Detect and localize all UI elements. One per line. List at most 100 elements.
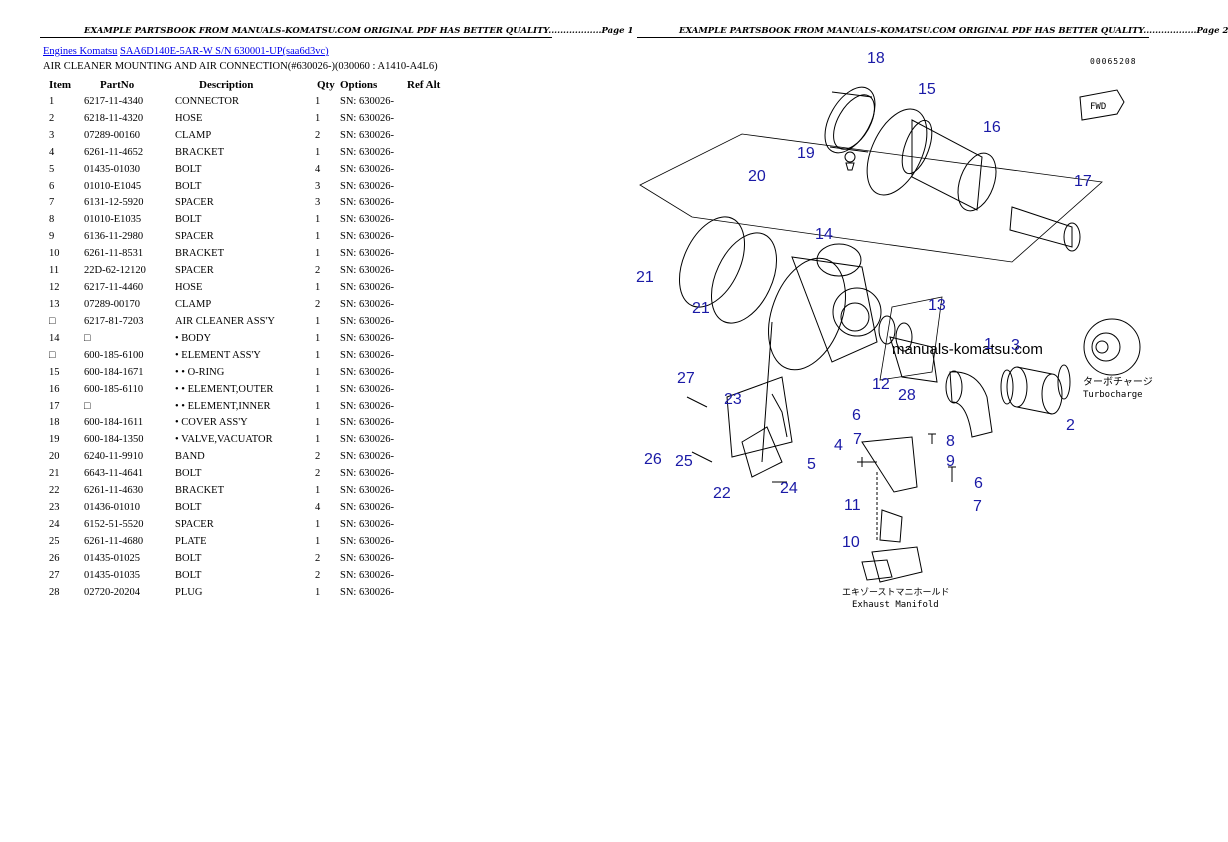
callout-21: 21 [692,300,710,317]
partno-cell: 6136-11-2980 [84,231,144,243]
qty-cell: 1 [315,315,321,327]
refalt-cell [407,313,457,330]
description-cell: • ELEMENT ASS'Y [175,349,261,361]
description-cell: BRACKET [175,248,225,260]
refalt-cell [407,567,457,584]
refalt-cell [407,347,457,364]
item-cell: 1 [49,95,55,107]
callout-27: 27 [677,370,695,387]
refalt-cell [407,364,457,381]
description-cell: PLATE [175,535,207,547]
description-cell: BAND [175,451,205,463]
description-cell: • VALVE,VACUATOR [175,434,273,446]
item-cell: 14 [49,332,60,344]
partno-cell: 6261-11-8531 [84,248,144,260]
item-cell: 24 [49,519,60,530]
qty-cell: 1 [315,586,321,598]
item-cell: 8 [49,214,55,226]
options-cell: SN: 630026- [340,586,394,598]
options-cell: SN: 630026- [340,315,394,327]
partno-cell: 6218-11-4320 [84,112,144,124]
callout-7: 7 [853,431,862,448]
qty-cell: 3 [315,197,321,209]
callout-4: 4 [834,437,843,454]
options-cell: SN: 630026- [340,129,394,141]
qty-cell: 1 [315,282,321,294]
item-cell: 10 [49,248,60,260]
options-cell: SN: 630026- [340,282,394,294]
item-cell: □ [49,315,56,327]
item-cell: 6 [49,180,55,192]
breadcrumb-link-model[interactable]: SAA6D140E-5AR-W S/N 630001-UP(saa6d3vc) [120,46,329,57]
partno-cell: 02720-20204 [84,586,140,598]
partno-cell: 22D-62-12120 [84,265,146,277]
refalt-cell [407,161,457,178]
options-cell: SN: 630026- [340,248,394,260]
partno-cell: 6217-81-7203 [84,315,144,327]
partno-cell: 6131-12-5920 [84,197,144,209]
refalt-cell [407,516,457,533]
item-cell: 11 [49,265,60,277]
partno-cell: □ [84,332,91,344]
callout-11: 11 [844,497,861,514]
col-partno-header: PartNo [100,79,135,91]
description-cell: BOLT [175,552,202,564]
item-cell: 2 [49,112,55,124]
svg-text:FWD: FWD [1090,102,1106,112]
item-cell: 9 [49,231,55,243]
description-cell: BOLT [175,163,202,175]
options-cell: SN: 630026- [340,214,394,226]
callout-13: 13 [928,297,946,314]
callout-25: 25 [675,453,693,470]
item-cell: 12 [49,282,60,294]
item-cell: 28 [49,586,60,598]
page2-header-rule [637,37,1149,38]
callout-6: 6 [974,475,983,492]
watermark: manuals-komatsu.com [892,341,1043,358]
options-cell: SN: 630026- [340,146,394,158]
qty-cell: 1 [315,248,321,260]
description-cell: AIR CLEANER ASS'Y [175,315,275,327]
partno-cell: 07289-00170 [84,299,140,311]
refalt-cell [407,110,457,127]
callout-9: 9 [946,453,955,470]
qty-cell: 1 [315,349,321,361]
partno-cell: 6643-11-4641 [84,468,144,480]
diagram-code: 00065208 [1090,57,1137,66]
description-cell: • • ELEMENT,OUTER [175,383,274,395]
partno-cell: 6261-11-4652 [84,146,144,158]
callout-12: 12 [872,376,890,393]
description-cell: BOLT [175,569,202,581]
breadcrumb-link-engines[interactable]: Engines Komatsu [43,46,118,57]
options-cell: SN: 630026- [340,163,394,175]
description-cell: SPACER [175,197,214,209]
partno-cell: 6240-11-9910 [84,451,144,463]
qty-cell: 1 [315,146,321,158]
partno-cell: 6261-11-4680 [84,535,144,547]
description-cell: CLAMP [175,129,212,141]
qty-cell: 2 [315,552,321,564]
item-cell: 3 [49,129,55,141]
options-cell: SN: 630026- [340,332,394,344]
callout-5: 5 [807,456,816,473]
callout-10: 10 [842,534,860,551]
options-cell: SN: 630026- [340,95,394,107]
options-cell: SN: 630026- [340,468,394,480]
partno-cell: 600-185-6100 [84,349,144,361]
options-cell: SN: 630026- [340,231,394,243]
partno-cell: 600-184-1611 [84,417,144,429]
description-cell: SPACER [175,519,214,530]
